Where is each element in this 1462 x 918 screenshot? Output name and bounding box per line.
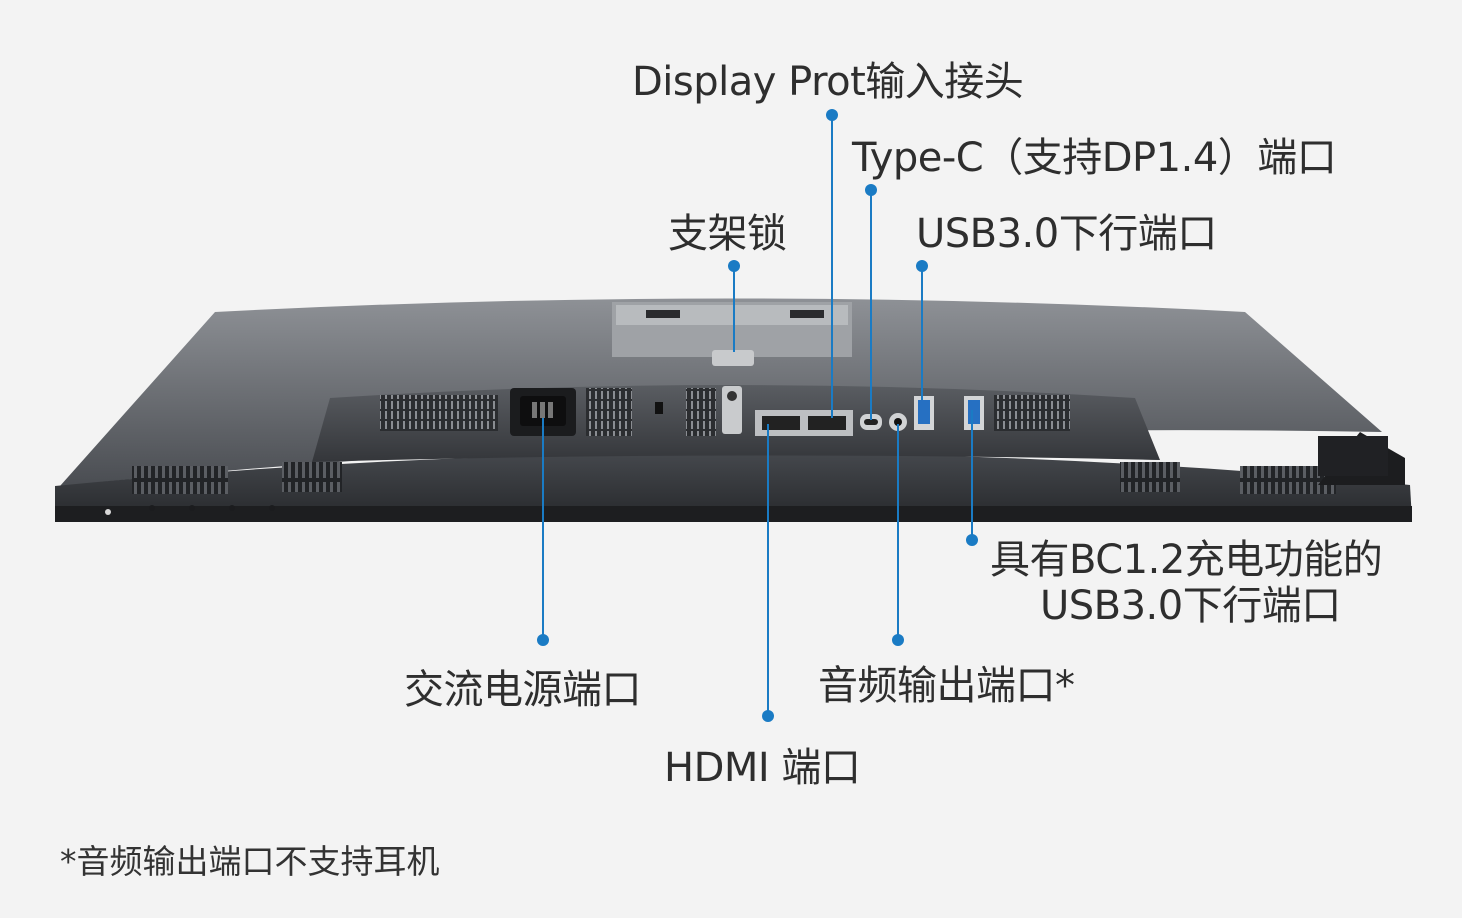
label-displayport: Display Prot输入接头	[632, 59, 1024, 105]
monitor-body	[55, 452, 1412, 522]
vent-side-left	[132, 466, 228, 494]
vent-mid	[686, 388, 716, 436]
control-buttons	[105, 505, 275, 515]
label-stand-lock: 支架锁	[668, 211, 787, 257]
label-ac-power: 交流电源端口	[404, 667, 642, 713]
label-hdmi: HDMI 端口	[664, 745, 861, 791]
stand-lock	[712, 350, 754, 366]
label-usb-bc-line2: USB3.0下行端口	[1040, 583, 1341, 629]
displayport-port-shape	[808, 416, 846, 430]
monitor-bottom-edge	[55, 506, 1412, 522]
vent-right	[994, 395, 1070, 431]
vent-side-right	[1120, 462, 1180, 492]
footnote: *音频输出端口不支持耳机	[60, 842, 440, 881]
label-audio-out: 音频输出端口*	[818, 663, 1075, 709]
hdmi-port-shape	[762, 416, 800, 430]
vent-side-left2	[282, 462, 342, 492]
label-usb-down: USB3.0下行端口	[916, 211, 1217, 257]
label-usb-bc-line1: 具有BC1.2充电功能的	[990, 537, 1383, 583]
vent-mid-left	[586, 388, 632, 436]
vent-left	[380, 395, 498, 431]
label-typec: Type-C（支持DP1.4）端口	[852, 135, 1337, 181]
